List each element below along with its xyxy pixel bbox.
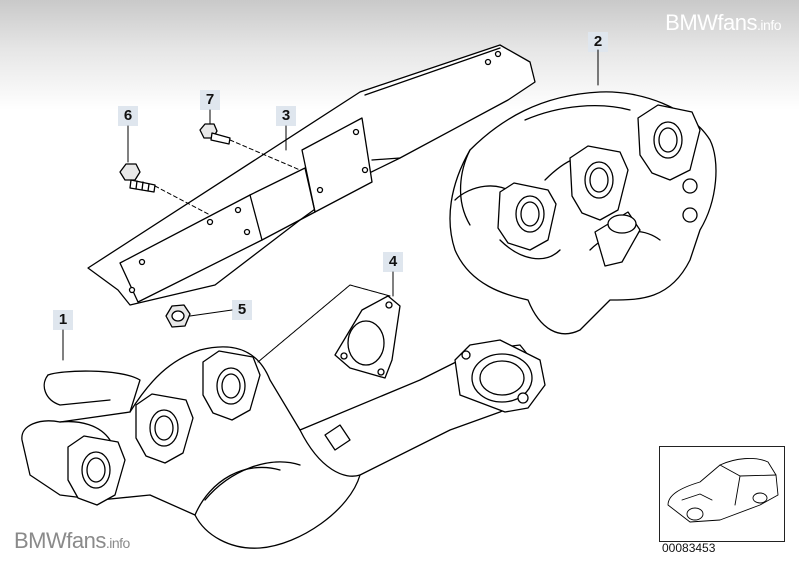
exhaust-manifold-part-1 xyxy=(21,339,546,549)
watermark-bottom: BMWfans.info xyxy=(14,528,130,553)
callout-4: 4 xyxy=(383,252,403,272)
leader-lines xyxy=(62,49,599,363)
callout-3: 3 xyxy=(276,106,296,126)
callout-7: 7 xyxy=(200,90,220,110)
stud-bolt-part-6 xyxy=(119,163,156,193)
callout-1: 1 xyxy=(53,310,73,330)
heat-shield-part-3 xyxy=(87,44,536,306)
exhaust-manifold-part-2 xyxy=(449,91,717,335)
diagram-reference-number: 00083453 xyxy=(662,541,716,555)
nut-part-5 xyxy=(165,304,191,328)
watermark-top: BMWfans.info xyxy=(665,10,781,35)
bolt-part-7 xyxy=(199,123,231,145)
car-thumbnail-sketch xyxy=(667,458,779,523)
callout-2: 2 xyxy=(588,32,608,52)
callout-5: 5 xyxy=(232,300,252,320)
gasket-part-4 xyxy=(334,295,401,379)
callout-6: 6 xyxy=(118,106,138,126)
